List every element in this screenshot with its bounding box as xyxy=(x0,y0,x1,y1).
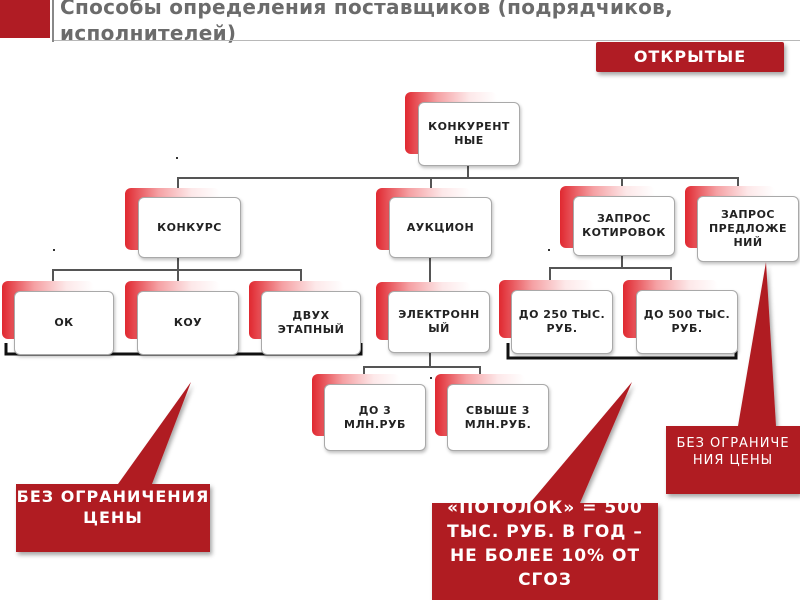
node-proposals: ЗАПРОС ПРЕДЛОЖЕ НИЙ xyxy=(697,196,799,262)
dot xyxy=(53,249,55,251)
node-up-to-250: ДО 250 ТЫС. РУБ. xyxy=(511,290,613,354)
page-title: Способы определения поставщиков (подрядч… xyxy=(60,0,674,45)
connector-line xyxy=(177,269,179,285)
node-quotations: ЗАПРОС КОТИРОВОК xyxy=(573,196,675,256)
node-up-to-3mln: ДО 3 МЛН.РУБ xyxy=(324,384,426,451)
node-electronic: ЭЛЕКТРОНН ЫЙ xyxy=(388,291,490,353)
node-over-3mln: СВЫШЕ 3 МЛН.РУБ. xyxy=(447,384,549,451)
node-contest: КОНКУРС xyxy=(138,197,241,258)
node-ok: ОК xyxy=(14,291,114,355)
logo-square xyxy=(0,0,50,38)
connector-line xyxy=(429,353,431,367)
connector-line xyxy=(177,258,179,270)
connector-line xyxy=(177,177,739,179)
connector-line xyxy=(363,366,481,368)
dot xyxy=(548,249,550,251)
callout-no-limit-left: БЕЗ ОГРАНИЧЕНИЯ ЦЕНЫ xyxy=(16,487,210,527)
callout-ceiling: «ПОТОЛОК» = 500 ТЫС. РУБ. В ГОД – НЕ БОЛ… xyxy=(447,498,643,590)
connector-line xyxy=(430,177,432,197)
node-auction: АУКЦИОН xyxy=(389,197,492,258)
node-kou: КОУ xyxy=(137,291,239,355)
title-rule xyxy=(54,40,800,41)
connector-line xyxy=(467,166,469,178)
dot xyxy=(176,157,178,159)
connector-line xyxy=(479,366,481,376)
connector-line xyxy=(549,267,671,269)
connector-line xyxy=(621,256,623,268)
callout-no-limit-right: БЕЗ ОГРАНИЧЕ НИЯ ЦЕНЫ xyxy=(676,436,790,468)
dot xyxy=(430,377,432,379)
node-two-stage: ДВУХ ЭТАПНЫЙ xyxy=(261,291,361,355)
title-separator xyxy=(52,0,54,42)
open-badge: ОТКРЫТЫЕ xyxy=(596,42,784,72)
connector-line xyxy=(300,269,302,285)
connector-line xyxy=(363,366,365,376)
connector-line xyxy=(429,258,431,282)
connector-line xyxy=(177,177,179,197)
node-competitive: КОНКУРЕНТ НЫЕ xyxy=(418,102,520,166)
connector-line xyxy=(549,267,551,283)
node-up-to-500: ДО 500 ТЫС. РУБ. xyxy=(636,290,738,354)
connector-line xyxy=(670,267,672,283)
connector-line xyxy=(52,269,54,285)
